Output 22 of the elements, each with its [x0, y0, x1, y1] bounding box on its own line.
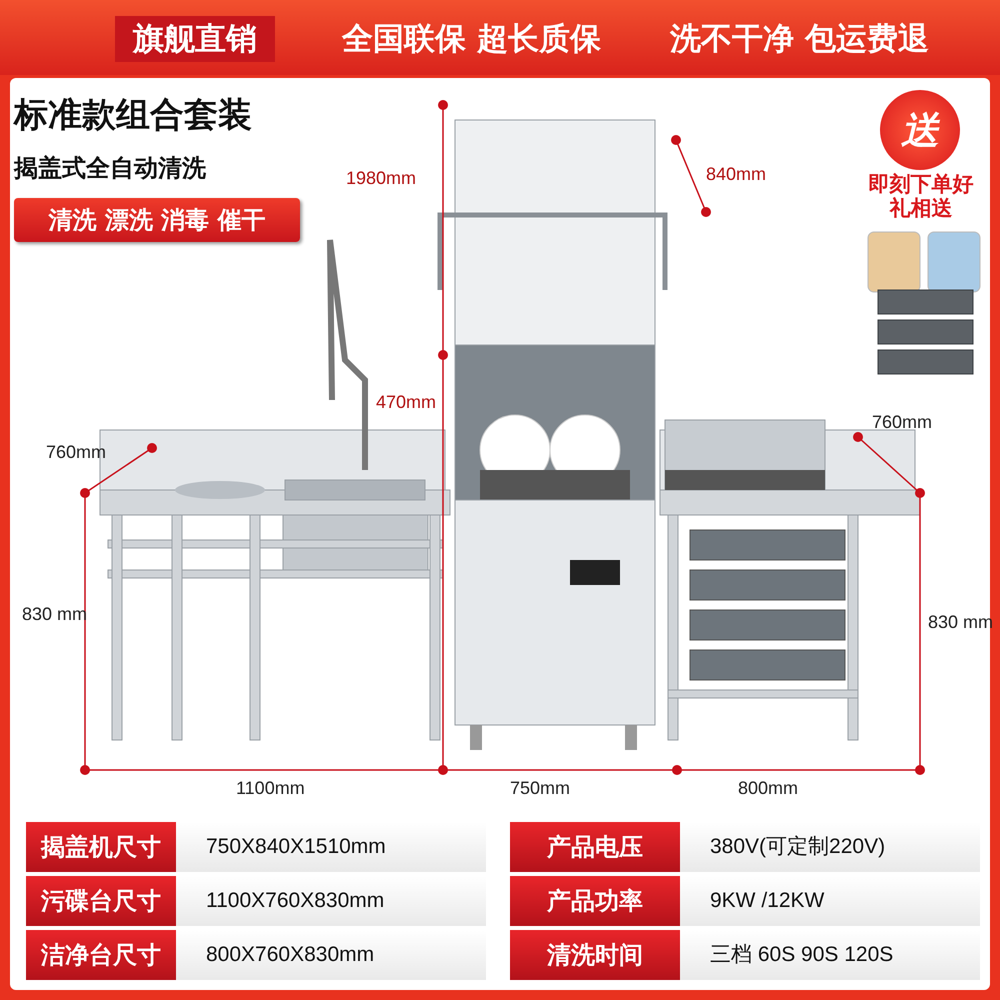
dimension-label: 760mm: [872, 412, 932, 433]
heading: 标准款组合套装: [14, 94, 252, 137]
banner-text: 全国联保 超长质保: [342, 20, 601, 59]
dimension-label: 470mm: [376, 392, 436, 413]
dimension-label: 1980mm: [346, 168, 416, 189]
dimension-label: 840mm: [706, 164, 766, 185]
table-header-cell: 污碟台尺寸: [26, 876, 176, 926]
banner-text: 洗不干净 包运费退: [670, 20, 929, 59]
subheading: 揭盖式全自动清洗: [14, 153, 206, 184]
table-header-cell: 产品电压: [510, 822, 680, 872]
banner-text: 旗舰直销: [115, 16, 275, 62]
header-banner: [0, 0, 1000, 75]
table-header-cell: 洁净台尺寸: [26, 930, 176, 980]
feature-tag: 清洗 漂洗 消毒 催干: [14, 198, 300, 242]
table-header-cell: 产品功率: [510, 876, 680, 926]
table-header-cell: 清洗时间: [510, 930, 680, 980]
dimension-label: 750mm: [510, 778, 570, 799]
dimension-label: 760mm: [46, 442, 106, 463]
promo-text: 即刻下单好礼相送: [868, 172, 974, 220]
dimension-label: 800mm: [738, 778, 798, 799]
dimension-label: 1100mm: [236, 778, 305, 799]
table-header-cell: 揭盖机尺寸: [26, 822, 176, 872]
